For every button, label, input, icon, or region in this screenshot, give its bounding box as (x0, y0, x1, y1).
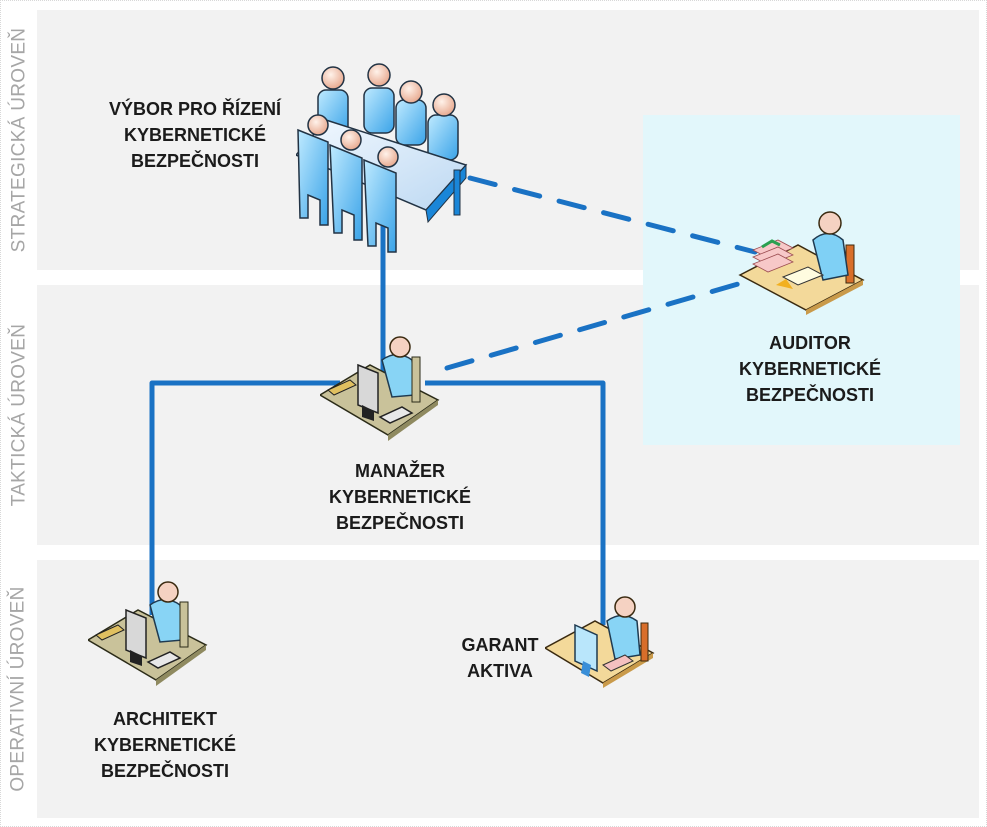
role-label-line: GARANT (461, 635, 539, 655)
user-computer-icon (545, 596, 655, 688)
role-label-line: BEZPEČNOSTI (335, 513, 464, 533)
role-label-line: BEZPEČNOSTI (130, 151, 259, 171)
role-label-line: AKTIVA (467, 661, 533, 681)
role-label-line: KYBERNETICKÉ (123, 125, 266, 145)
role-label-line: ARCHITEKT (113, 709, 217, 729)
role-label-garant: GARANT AKTIVA (440, 632, 560, 684)
role-label-line: VÝBOR PRO ŘÍZENÍ (108, 99, 282, 119)
connector-manager-garant (425, 380, 606, 625)
role-label-committee: VÝBOR PRO ŘÍZENÍ KYBERNETICKÉ BEZPEČNOST… (95, 96, 295, 174)
auditor-desk-icon (738, 211, 865, 315)
role-label-line: BEZPEČNOSTI (745, 385, 874, 405)
role-label-auditor: AUDITOR KYBERNETICKÉ BEZPEČNOSTI (710, 330, 910, 408)
meeting-table-icon (296, 63, 468, 253)
role-label-line: KYBERNETICKÉ (738, 359, 881, 379)
connector-manager-architect (149, 380, 340, 615)
band-operational (37, 560, 979, 818)
workstation-icon (320, 336, 440, 441)
role-label-line: AUDITOR (769, 333, 851, 353)
role-label-line: KYBERNETICKÉ (328, 487, 471, 507)
connector-manager-auditor-dashed (444, 279, 748, 371)
role-label-manager: MANAŽER KYBERNETICKÉ BEZPEČNOSTI (300, 458, 500, 536)
connector-committee-auditor-dashed (467, 175, 758, 255)
workstation-icon (88, 581, 208, 686)
role-label-line: MANAŽER (355, 461, 445, 481)
role-label-line: KYBERNETICKÉ (93, 735, 236, 755)
role-label-architect: ARCHITEKT KYBERNETICKÉ BEZPEČNOSTI (65, 706, 265, 784)
role-label-line: BEZPEČNOSTI (100, 761, 229, 781)
